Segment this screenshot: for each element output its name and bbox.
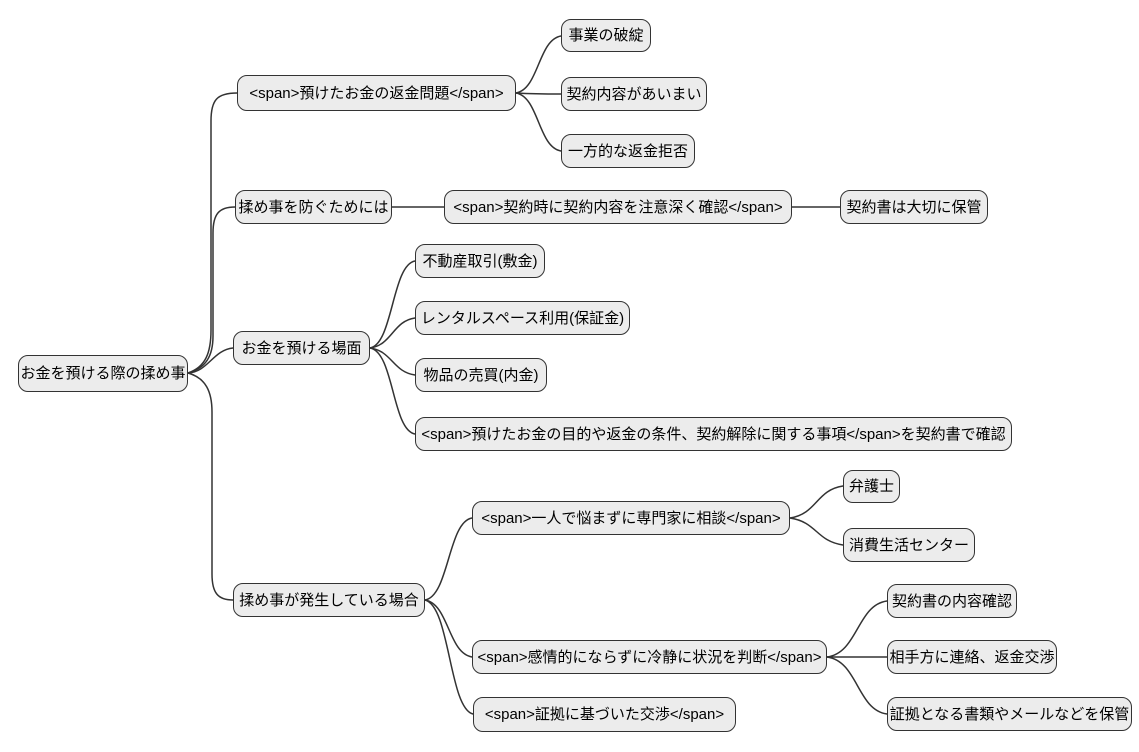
edge-root-trouble-occurring: [187, 372, 234, 601]
node-vague-contract: 契約内容があいまい: [561, 77, 707, 111]
edge-consult-consumer-center: [789, 517, 844, 546]
node-stay-calm: <span>感情的にならずに冷静に状況を判断</span>: [472, 640, 827, 674]
node-confirm-in-contract: <span>預けたお金の目的や返金の条件、契約解除に関する事項</span>を契…: [415, 417, 1012, 451]
edge-stay-calm-check-contents: [826, 600, 888, 658]
node-deposit-situations: お金を預ける場面: [233, 331, 370, 365]
node-evidence-negotiation: <span>証拠に基づいた交渉</span>: [473, 697, 736, 732]
edge-deposit-real-estate: [369, 260, 416, 349]
edge-trouble-evidence-negotiation: [424, 599, 474, 715]
node-consumer-center: 消費生活センター: [843, 528, 975, 562]
node-root: お金を預ける際の揉め事: [18, 355, 188, 392]
edge-trouble-consult-expert: [424, 517, 473, 601]
edge-refund-problem-business-failure: [515, 35, 562, 94]
edge-deposit-confirm-in-contract: [369, 347, 416, 435]
node-refund-problem: <span>預けたお金の返金問題</span>: [237, 75, 516, 111]
node-real-estate: 不動産取引(敷金): [415, 244, 545, 278]
node-unilateral-refusal: 一方的な返金拒否: [561, 134, 695, 168]
edge-refund-problem-unilateral-refusal: [515, 92, 562, 152]
node-consult-expert: <span>一人で悩まずに専門家に相談</span>: [472, 501, 790, 535]
node-contact-negotiate: 相手方に連絡、返金交渉: [887, 640, 1057, 674]
node-trouble-occurring: 揉め事が発生している場合: [233, 583, 425, 617]
edge-root-refund-problem: [187, 92, 238, 374]
node-goods-sale: 物品の売買(内金): [415, 358, 547, 392]
edge-deposit-goods-sale: [369, 347, 416, 376]
edge-root-deposit-situations: [187, 347, 234, 374]
edge-consult-lawyer: [789, 485, 844, 519]
node-keep-contract-safe: 契約書は大切に保管: [840, 190, 988, 224]
edge-deposit-rental-space: [369, 317, 416, 349]
edge-trouble-stay-calm: [424, 599, 473, 658]
node-prevent-trouble: 揉め事を防ぐためには: [235, 190, 392, 224]
edge-stay-calm-keep-evidence: [826, 656, 888, 715]
node-keep-evidence: 証拠となる書類やメールなどを保管: [887, 697, 1132, 731]
node-check-contract-carefully: <span>契約時に契約内容を注意深く確認</span>: [444, 190, 792, 224]
edge-refund-problem-vague-contract: [515, 92, 562, 95]
node-lawyer: 弁護士: [843, 470, 900, 503]
node-check-contract-contents: 契約書の内容確認: [887, 584, 1017, 618]
edge-root-prevent-trouble: [187, 206, 236, 374]
node-business-failure: 事業の破綻: [561, 19, 651, 52]
node-rental-space: レンタルスペース利用(保証金): [415, 301, 630, 335]
